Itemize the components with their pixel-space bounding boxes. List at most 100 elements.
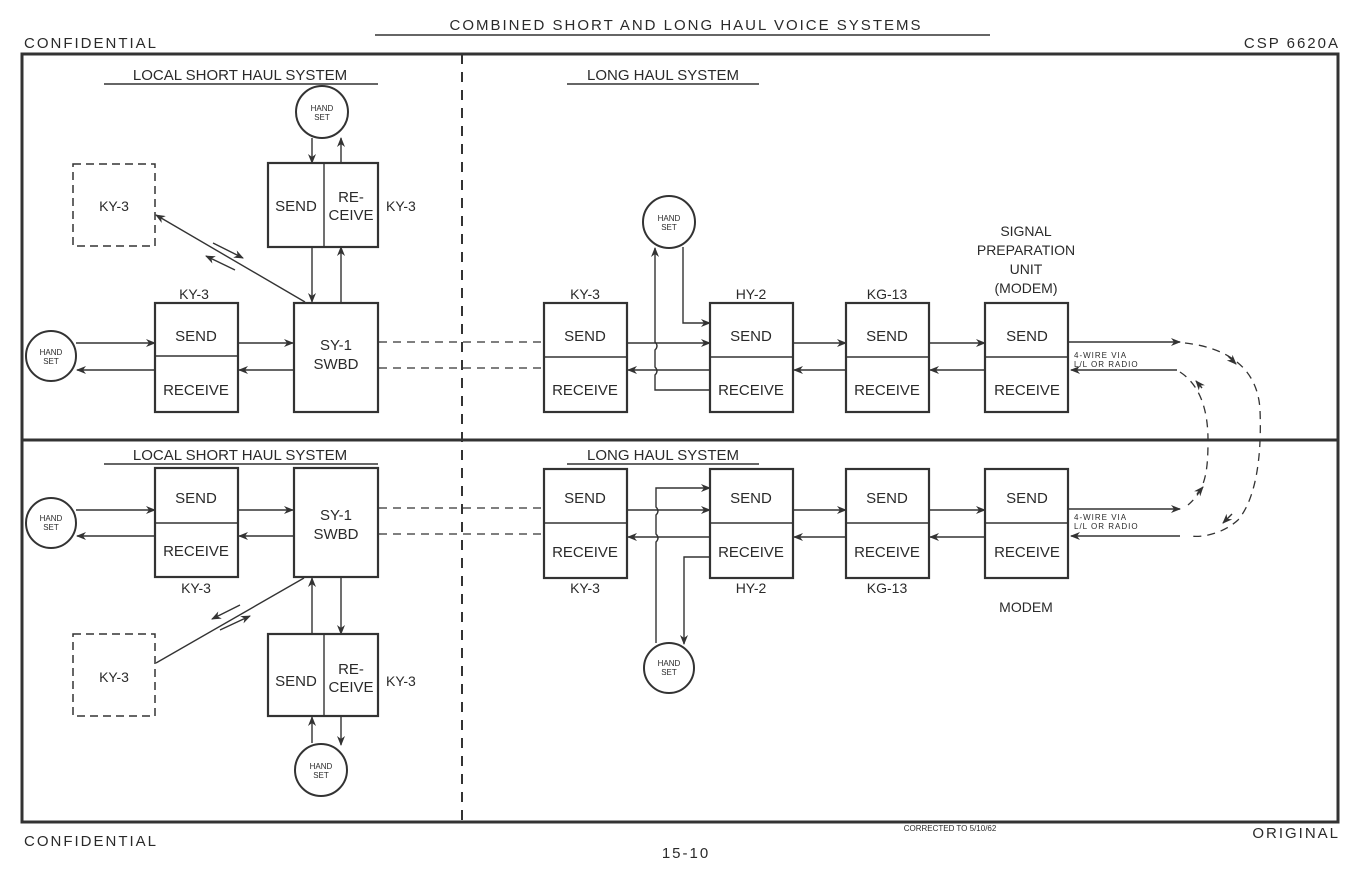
- receive-label: RECEIVE: [854, 544, 920, 561]
- receive-label: RECEIVE: [718, 382, 784, 399]
- device-label: KG-13: [867, 286, 908, 302]
- handset-label: HAND: [310, 762, 333, 771]
- top-local-title: LOCAL SHORT HAUL SYSTEM: [133, 67, 347, 84]
- device-label: KY-3: [570, 286, 600, 302]
- modem-title: PREPARATION: [977, 242, 1075, 258]
- top-kg13: KG-13 SEND RECEIVE: [844, 286, 931, 414]
- top-signal-preparation-unit: SIGNAL PREPARATION UNIT (MODEM) SEND REC…: [977, 223, 1075, 414]
- link-label: L/L OR RADIO: [1074, 522, 1139, 531]
- flow-arrow: [205, 255, 236, 271]
- device-label: KY-3: [570, 580, 600, 596]
- document-status: ORIGINAL: [1252, 825, 1340, 842]
- bottom-ky3-local: SEND RECEIVE KY-3: [153, 466, 240, 596]
- handset-icon: [25, 330, 77, 382]
- send-label: SEND: [175, 328, 217, 345]
- receive-label: RECEIVE: [552, 382, 618, 399]
- bottom-long-title: LONG HAUL SYSTEM: [587, 447, 739, 464]
- bottom-handset-lower: HAND SET: [294, 743, 348, 797]
- receive-label: RECEIVE: [994, 382, 1060, 399]
- handset-label: SET: [43, 523, 59, 532]
- connector: [651, 247, 710, 391]
- receive-label: CEIVE: [328, 207, 373, 224]
- handset-label: SET: [314, 113, 330, 122]
- flow-arrow: [1222, 513, 1233, 524]
- bottom-ky3-vertical: SEND RE- CEIVE KY-3: [266, 632, 416, 718]
- flow-arrow: [1226, 354, 1237, 365]
- connector: [680, 556, 710, 645]
- connector: [155, 214, 306, 303]
- diagram-title: COMBINED SHORT AND LONG HAUL VOICE SYSTE…: [450, 17, 923, 34]
- handset-label: SET: [661, 668, 677, 677]
- switchboard-label: SY-1: [320, 507, 352, 524]
- receive-label: RECEIVE: [163, 382, 229, 399]
- receive-label: RE-: [338, 661, 364, 678]
- outer-frame: [20, 52, 1340, 824]
- send-label: SEND: [1006, 328, 1048, 345]
- link-label: L/L OR RADIO: [1074, 360, 1139, 369]
- device-label: KG-13: [867, 580, 908, 596]
- send-label: SEND: [730, 490, 772, 507]
- connector: [655, 484, 711, 643]
- handset-label: SET: [661, 223, 677, 232]
- top-ky3-optional: KY-3: [72, 163, 156, 247]
- send-label: SEND: [866, 490, 908, 507]
- device-label: KY-3: [386, 673, 416, 689]
- receive-label: RECEIVE: [163, 543, 229, 560]
- handset-label: HAND: [658, 659, 681, 668]
- top-handset-long: HAND SET: [642, 195, 696, 249]
- top-handset-upper: HAND SET: [295, 85, 349, 139]
- device-label: KY-3: [99, 669, 129, 685]
- bottom-local-title: LOCAL SHORT HAUL SYSTEM: [133, 447, 347, 464]
- flow-arrow: [219, 615, 251, 631]
- device-label: HY-2: [736, 580, 767, 596]
- receive-label: CEIVE: [328, 679, 373, 696]
- switchboard-label: SWBD: [314, 526, 359, 543]
- handset-label: SET: [43, 357, 59, 366]
- bottom-kg13: SEND RECEIVE KG-13: [844, 467, 931, 596]
- flow-arrow: [212, 242, 244, 259]
- handset-label: HAND: [658, 214, 681, 223]
- bottom-hy2: SEND RECEIVE HY-2: [708, 467, 795, 596]
- top-ky3-vertical: SEND RE- CEIVE KY-3: [266, 161, 416, 249]
- document-id: CSP 6620A: [1244, 35, 1340, 52]
- handset-icon: [295, 85, 349, 139]
- top-ky3-local: KY-3 SEND RECEIVE: [153, 286, 240, 414]
- classification-bottom: CONFIDENTIAL: [24, 833, 158, 850]
- send-label: SEND: [275, 198, 317, 215]
- send-label: SEND: [275, 673, 317, 690]
- outer-link-loop: [1184, 342, 1261, 538]
- bottom-modem: SEND RECEIVE MODEM: [983, 467, 1070, 615]
- device-label: KY-3: [179, 286, 209, 302]
- handset-icon: [643, 642, 695, 694]
- receive-label: RECEIVE: [854, 382, 920, 399]
- send-label: SEND: [564, 490, 606, 507]
- handset-label: HAND: [311, 104, 334, 113]
- bottom-long-ky3: SEND RECEIVE KY-3: [542, 467, 629, 596]
- receive-label: RE-: [338, 189, 364, 206]
- receive-label: RECEIVE: [718, 544, 784, 561]
- switchboard-label: SWBD: [314, 356, 359, 373]
- bottom-handset-left: HAND SET: [25, 497, 77, 549]
- send-label: SEND: [564, 328, 606, 345]
- flow-arrow: [1195, 380, 1205, 391]
- top-handset-left: HAND SET: [25, 330, 77, 382]
- flow-arrow: [211, 604, 241, 620]
- handset-label: HAND: [40, 514, 63, 523]
- handset-icon: [642, 195, 696, 249]
- bottom-ky3-optional: KY-3: [72, 633, 156, 717]
- device-label: KY-3: [99, 198, 129, 214]
- top-long-title: LONG HAUL SYSTEM: [587, 67, 739, 84]
- classification-top: CONFIDENTIAL: [24, 35, 158, 52]
- handset-icon: [294, 743, 348, 797]
- connector: [155, 577, 305, 664]
- page-number: 15-10: [662, 845, 710, 862]
- bottom-handset-long: HAND SET: [643, 642, 695, 694]
- send-label: SEND: [866, 328, 908, 345]
- correction-note: CORRECTED TO 5/10/62: [904, 824, 997, 833]
- modem-label: MODEM: [999, 599, 1053, 615]
- link-label: 4-WIRE VIA: [1074, 513, 1127, 522]
- modem-title: (MODEM): [995, 280, 1058, 296]
- device-label: KY-3: [181, 580, 211, 596]
- handset-label: SET: [313, 771, 329, 780]
